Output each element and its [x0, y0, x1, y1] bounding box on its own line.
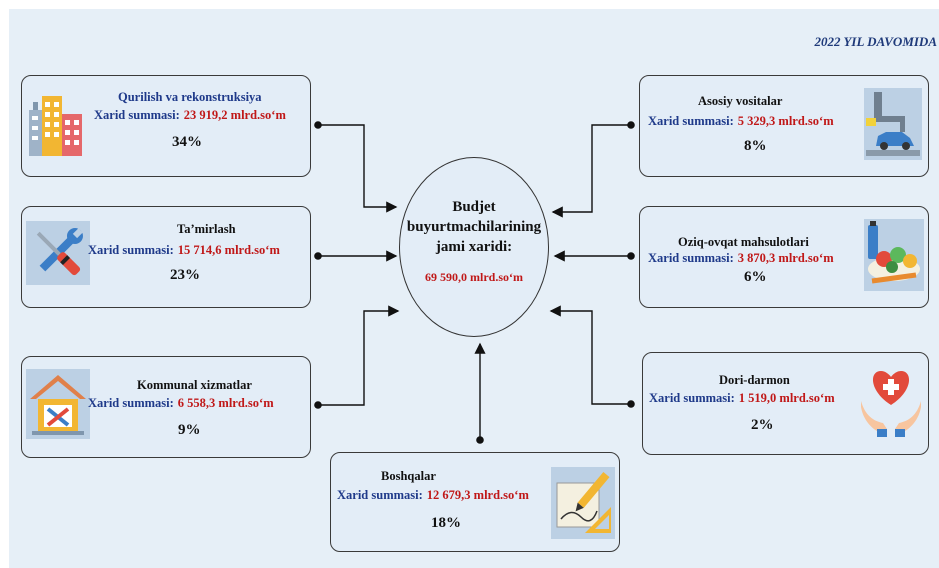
center-total-value: 69 590,0 mlrd.so‘m — [425, 270, 523, 284]
card-title: Ta’mirlash — [177, 222, 236, 236]
amount-label: Xarid summasi: — [648, 251, 734, 265]
amount-value: 12 679,3 mlrd.so‘m — [426, 488, 529, 502]
card-asosiy: Asosiy vositalar Xarid summasi:5 329,3 m… — [639, 75, 929, 177]
buildings-icon — [27, 88, 87, 163]
card-percent: 6% — [744, 269, 767, 285]
card-dori-darmon: Dori-darmon Xarid summasi:1 519,0 mlrd.s… — [642, 352, 929, 455]
card-qurilish: Qurilish va rekonstruksiya Xarid summasi… — [21, 75, 311, 177]
card-amount: Xarid summasi:1 519,0 mlrd.so‘m — [649, 391, 835, 406]
amount-label: Xarid summasi: — [649, 391, 735, 405]
card-amount: Xarid summasi:23 919,2 mlrd.so‘m — [94, 108, 286, 123]
card-percent: 23% — [170, 267, 200, 283]
card-title: Dori-darmon — [719, 373, 790, 387]
card-amount: Xarid summasi:3 870,3 mlrd.so‘m — [648, 251, 834, 266]
center-total-circle — [399, 157, 549, 337]
arrow-dori — [549, 305, 631, 405]
card-title: Asosiy vositalar — [698, 94, 783, 108]
amount-label: Xarid summasi: — [337, 488, 423, 502]
card-amount: Xarid summasi:5 329,3 mlrd.so‘m — [648, 114, 834, 129]
arrow-qurilish — [318, 124, 398, 213]
center-title-line: jami xaridi: — [435, 239, 513, 255]
drawing-icon — [551, 467, 615, 544]
card-title: Oziq-ovqat mahsulotlari — [678, 235, 809, 249]
amount-value: 3 870,3 mlrd.so‘m — [737, 251, 834, 265]
tools-icon — [26, 221, 90, 290]
center-title-line: buyurtmachilarining — [406, 219, 542, 235]
card-kommunal: Kommunal xizmatlar Xarid summasi:6 558,3… — [21, 356, 311, 458]
heart-hands-icon — [859, 363, 923, 444]
amount-label: Xarid summasi: — [88, 243, 174, 257]
robot-arm-car-icon — [864, 88, 922, 165]
card-tamirlash: Ta’mirlash Xarid summasi:15 714,6 mlrd.s… — [21, 206, 311, 308]
card-boshqalar: Boshqalar Xarid summasi:12 679,3 mlrd.so… — [330, 452, 620, 552]
year-title: 2022 YIL DAVOMIDA — [814, 34, 937, 49]
amount-value: 5 329,3 mlrd.so‘m — [737, 114, 834, 128]
card-amount: Xarid summasi:6 558,3 mlrd.so‘m — [88, 396, 274, 411]
card-percent: 34% — [172, 134, 202, 150]
card-percent: 8% — [744, 138, 767, 154]
card-oziq-ovqat: Oziq-ovqat mahsulotlari Xarid summasi:3 … — [639, 206, 929, 308]
amount-label: Xarid summasi: — [94, 108, 180, 122]
card-percent: 9% — [178, 422, 201, 438]
amount-value: 6 558,3 mlrd.so‘m — [177, 396, 274, 410]
card-amount: Xarid summasi:12 679,3 mlrd.so‘m — [337, 488, 529, 503]
card-amount: Xarid summasi:15 714,6 mlrd.so‘m — [88, 243, 280, 258]
arrow-asosiy — [551, 124, 631, 218]
center-title: Budjet buyurtmachilarining jami xaridi: — [399, 197, 549, 257]
arrow-kommunal — [318, 305, 400, 406]
card-percent: 2% — [751, 417, 774, 433]
amount-value: 23 919,2 mlrd.so‘m — [183, 108, 286, 122]
card-percent: 18% — [431, 515, 461, 531]
amount-label: Xarid summasi: — [88, 396, 174, 410]
house-tools-icon — [26, 369, 90, 444]
food-icon — [864, 219, 924, 296]
amount-value: 15 714,6 mlrd.so‘m — [177, 243, 280, 257]
card-title: Qurilish va rekonstruksiya — [118, 90, 262, 104]
center-title-line: Budjet — [452, 199, 496, 215]
card-title: Boshqalar — [381, 469, 436, 483]
amount-value: 1 519,0 mlrd.so‘m — [738, 391, 835, 405]
card-title: Kommunal xizmatlar — [137, 378, 252, 392]
amount-label: Xarid summasi: — [648, 114, 734, 128]
